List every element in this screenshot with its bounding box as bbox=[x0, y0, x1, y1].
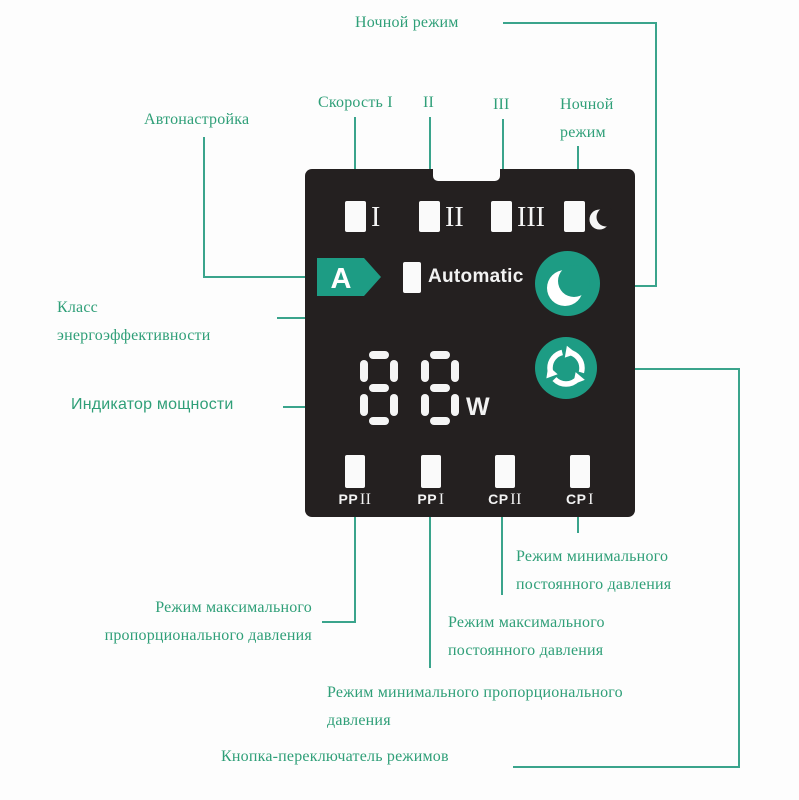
callout-energy-class-line2: энергоэффективности bbox=[57, 327, 211, 344]
control-panel: I II III A Automatic bbox=[305, 169, 635, 517]
seven-segment-digit bbox=[421, 351, 459, 425]
callout-pp-min: Режим минимального пропорционального дав… bbox=[327, 679, 623, 735]
callout-night-mode-top: Ночной режим bbox=[355, 14, 459, 31]
pp2-prefix: PP bbox=[338, 491, 359, 507]
leader-cp2-v bbox=[501, 517, 503, 595]
pp1-label: PP I bbox=[405, 491, 457, 509]
small-moon-icon bbox=[589, 207, 613, 230]
panel-notch bbox=[433, 169, 500, 181]
callout-speed-2: II bbox=[423, 94, 435, 111]
callout-cp-max: Режим максимального постоянного давления bbox=[448, 609, 605, 665]
callout-cp-max-line2: постоянного давления bbox=[448, 642, 604, 659]
callout-pp-max-line2: пропорционального давления bbox=[104, 627, 312, 644]
automatic-led bbox=[403, 262, 421, 293]
pp2-numeral: II bbox=[359, 491, 372, 508]
callout-pp-min-line1: Режим минимального пропорционального bbox=[327, 684, 623, 701]
leader-speed1-v bbox=[354, 117, 356, 203]
pp2-led bbox=[345, 455, 365, 488]
power-display bbox=[360, 351, 459, 431]
pp1-numeral: I bbox=[438, 491, 445, 508]
callout-night-mode-side-line2: режим bbox=[560, 124, 606, 141]
speed-3-led bbox=[491, 201, 512, 232]
energy-class-a-badge: A bbox=[317, 258, 381, 296]
circular-arrows-icon bbox=[546, 345, 585, 387]
cp1-numeral: I bbox=[588, 491, 594, 508]
callout-energy-class-line1: Класс bbox=[57, 299, 98, 316]
callout-night-mode-side-line1: Ночной bbox=[560, 96, 614, 113]
night-led bbox=[564, 201, 585, 232]
callout-cp-min-line1: Режим минимального bbox=[516, 548, 669, 565]
callout-mode-switch: Кнопка-переключатель режимов bbox=[221, 748, 449, 765]
night-mode-button[interactable] bbox=[535, 251, 600, 316]
cp1-label: CP I bbox=[554, 491, 606, 509]
cp2-numeral: II bbox=[510, 491, 522, 508]
callout-energy-class: Класс энергоэффективности bbox=[57, 294, 211, 350]
leader-night-top-h bbox=[503, 22, 656, 24]
pp2-label: PP II bbox=[329, 491, 381, 509]
leader-autotune-h bbox=[203, 276, 318, 278]
leader-mode-btn-v bbox=[738, 368, 740, 768]
callout-pp-max-line1: Режим максимального bbox=[155, 599, 312, 616]
speed-1-numeral: I bbox=[371, 202, 381, 233]
leader-mode-switch-h bbox=[513, 766, 740, 768]
callout-power-indicator: Индикатор мощности bbox=[71, 396, 234, 413]
power-unit: W bbox=[466, 393, 490, 421]
callout-speed-3: III bbox=[493, 96, 510, 113]
pp1-prefix: PP bbox=[417, 491, 438, 507]
cp1-prefix: CP bbox=[566, 491, 587, 507]
speed-2-led bbox=[419, 201, 440, 232]
cp1-led bbox=[570, 455, 590, 488]
callout-cp-max-line1: Режим максимального bbox=[448, 614, 605, 631]
callout-pp-min-line2: давления bbox=[327, 712, 391, 729]
leader-pp2-v bbox=[354, 517, 356, 622]
callout-pp-max: Режим максимального пропорционального да… bbox=[84, 594, 312, 650]
cp2-prefix: CP bbox=[488, 491, 509, 507]
speed-2-numeral: II bbox=[445, 202, 464, 233]
callout-speed-1: Скорость I bbox=[318, 94, 393, 111]
cp2-label: CP II bbox=[479, 491, 531, 509]
leader-autotune-v bbox=[203, 137, 205, 277]
speed-1-led bbox=[345, 201, 366, 232]
leader-speed3-v bbox=[502, 119, 504, 203]
moon-icon bbox=[547, 265, 590, 306]
seven-segment-digit bbox=[360, 351, 398, 425]
leader-pp2-h bbox=[322, 621, 356, 623]
leader-night-top-v bbox=[655, 22, 657, 286]
callout-night-mode-side: Ночной режим bbox=[560, 91, 614, 147]
callout-autotune: Автонастройка bbox=[144, 111, 250, 128]
leader-cp1-v bbox=[577, 517, 579, 533]
leader-pp1-v bbox=[429, 517, 431, 668]
energy-class-a-letter: A bbox=[331, 263, 352, 295]
pp1-led bbox=[421, 455, 441, 488]
leader-mode-btn-h bbox=[600, 368, 740, 370]
callout-cp-min-line2: постоянного давления bbox=[516, 576, 672, 593]
mode-switch-button[interactable] bbox=[535, 337, 597, 399]
callout-cp-min: Режим минимального постоянного давления bbox=[516, 543, 671, 599]
cp2-led bbox=[495, 455, 515, 488]
leader-speed2-v bbox=[429, 117, 431, 203]
automatic-label: Automatic bbox=[428, 266, 524, 287]
speed-3-numeral: III bbox=[517, 202, 545, 233]
